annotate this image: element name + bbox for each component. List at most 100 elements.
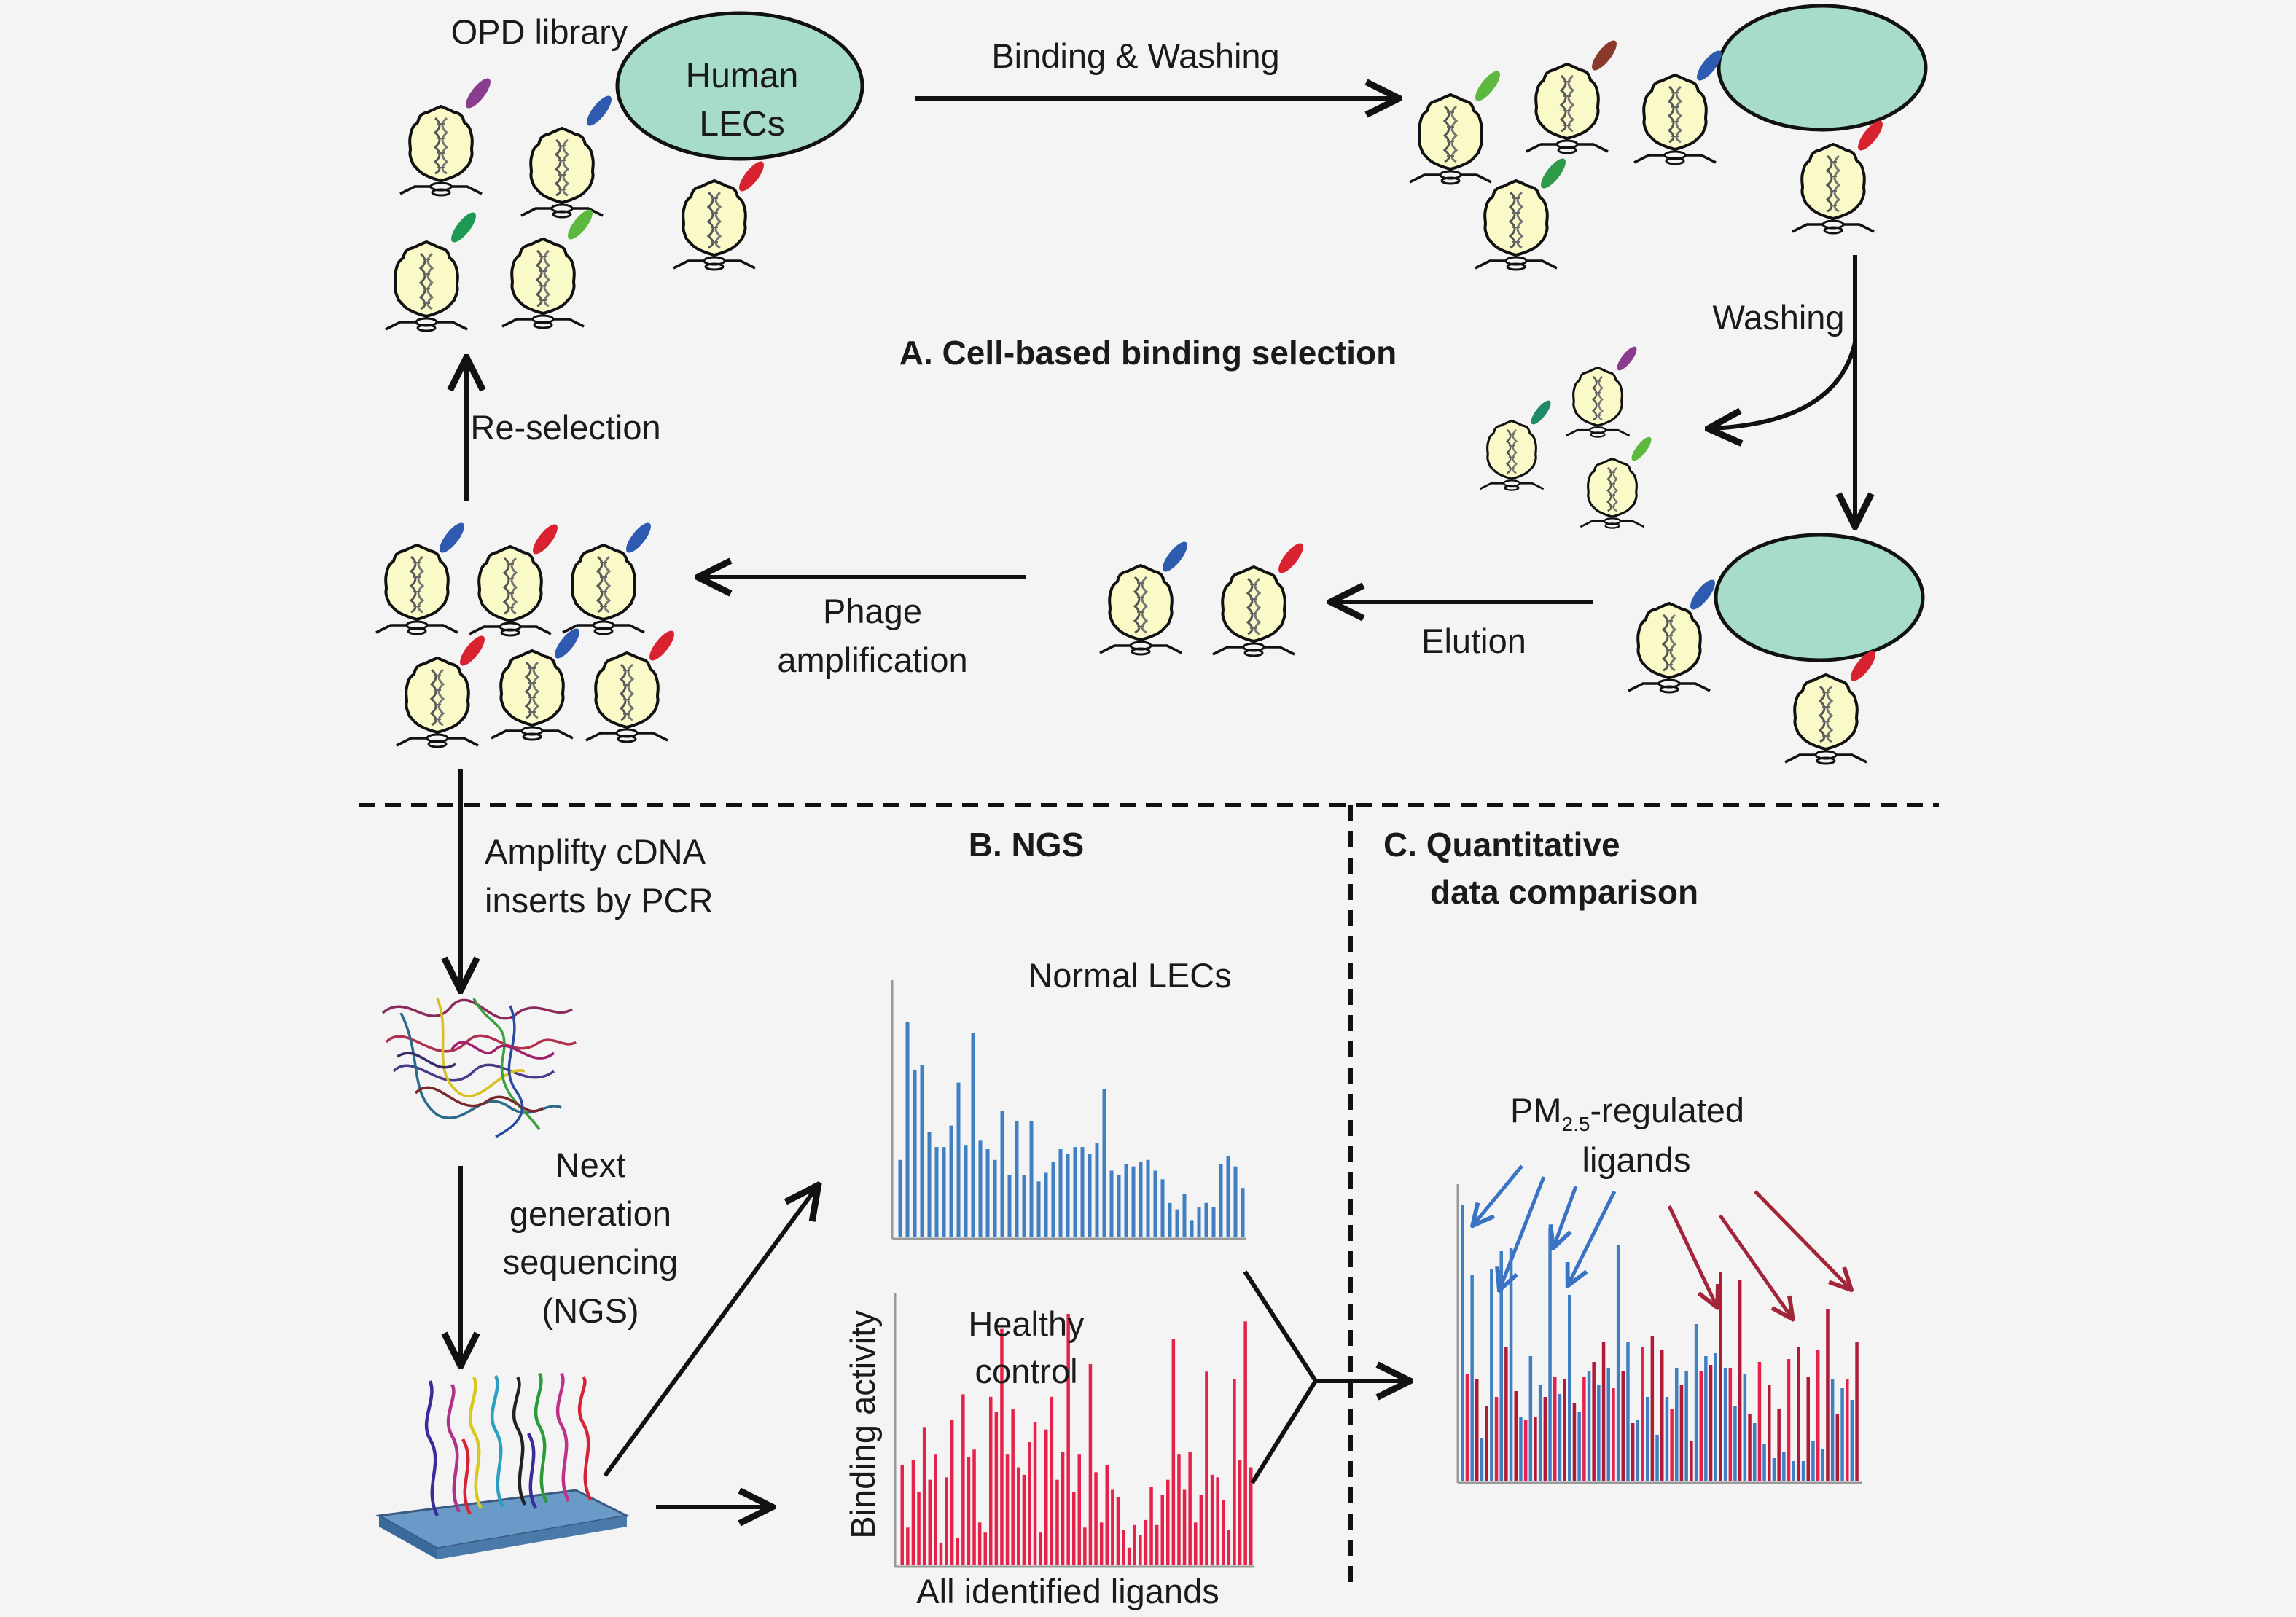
- healthy-control-bar-22: [1017, 1467, 1020, 1566]
- normal-lecs-bar-9: [956, 1082, 961, 1237]
- healthy-control-bar-20: [1005, 1454, 1010, 1565]
- arrow-merge: [1243, 1270, 1319, 1484]
- normal-lecs-bar-26: [1080, 1147, 1085, 1237]
- comparison-blue-bar-14: [1587, 1371, 1591, 1481]
- healthy-control-bar-34: [1083, 1527, 1087, 1566]
- normal-lecs-bar-28: [1095, 1143, 1099, 1237]
- healthy-control-bar-24: [1028, 1442, 1031, 1565]
- label-cell-line2: LECs: [699, 105, 784, 144]
- healthy-control-bar-35: [1088, 1364, 1093, 1565]
- chart-bottom-title-line1: Healthy: [968, 1304, 1085, 1343]
- comparison-red-bar-1: [1465, 1374, 1469, 1481]
- healthy-control-bar-33: [1077, 1454, 1081, 1565]
- comparison-blue-bar-10: [1548, 1228, 1552, 1481]
- healthy-control-bar-25: [1033, 1422, 1037, 1565]
- normal-lecs-bar-37: [1160, 1179, 1165, 1237]
- comparison-red-bar-22: [1670, 1409, 1674, 1481]
- comparison-red-bar-2: [1475, 1379, 1479, 1481]
- comparison-red-bar-33: [1777, 1409, 1781, 1481]
- comparison-red-bar-38: [1826, 1309, 1830, 1481]
- comparison-red-bar-40: [1846, 1379, 1849, 1481]
- comparison-red-bar-21: [1660, 1350, 1664, 1481]
- cdna-tangle-icon: [381, 998, 577, 1138]
- healthy-control-bar-56: [1205, 1371, 1208, 1565]
- comparison-red-bar-37: [1816, 1350, 1820, 1481]
- chart-x-label: All identified ligands: [916, 1572, 1219, 1610]
- phage-washed: [1478, 346, 1652, 530]
- comparison-red-bar-30: [1748, 1414, 1752, 1481]
- normal-lecs-bar-10: [964, 1145, 968, 1237]
- arrow-to-chart-top: [603, 1188, 816, 1477]
- healthy-control-bar-5: [922, 1427, 926, 1566]
- comparison-blue-bar-27: [1714, 1353, 1717, 1481]
- comparison-blue-bar-26: [1704, 1356, 1708, 1481]
- comparison-red-bar-9: [1543, 1397, 1547, 1481]
- comparison-blue-bar-22: [1665, 1397, 1669, 1481]
- normal-lecs-bar-2: [905, 1022, 910, 1237]
- comparison-blue-bar-33: [1772, 1458, 1776, 1481]
- comparison-blue-bar-9: [1538, 1385, 1542, 1481]
- comparison-blue-bar-37: [1811, 1441, 1815, 1481]
- healthy-control-bar-49: [1166, 1479, 1170, 1565]
- label-ngs-line4: (NGS): [542, 1291, 639, 1330]
- healthy-control-bar-9: [945, 1477, 948, 1565]
- healthy-control-bar-26: [1039, 1532, 1042, 1566]
- comparison-red-bar-16: [1612, 1388, 1615, 1481]
- healthy-control-bar-12: [961, 1394, 965, 1565]
- normal-lecs-bar-18: [1022, 1175, 1026, 1237]
- comparison-red-bar-32: [1768, 1385, 1771, 1481]
- healthy-control-bar-13: [967, 1457, 971, 1565]
- comparison-red-bar-11: [1563, 1379, 1566, 1481]
- healthy-control-bar-18: [994, 1412, 999, 1565]
- normal-lecs-bar-8: [949, 1125, 953, 1237]
- normal-lecs-bar-12: [978, 1140, 983, 1238]
- normal-lecs-bar-21: [1044, 1172, 1048, 1237]
- normal-lecs-bar-7: [942, 1147, 946, 1237]
- normal-lecs-bar-43: [1204, 1202, 1208, 1237]
- normal-lecs-bar-46: [1226, 1155, 1230, 1237]
- healthy-control-bar-39: [1111, 1489, 1114, 1565]
- healthy-control-bar-10: [950, 1419, 954, 1565]
- chart-comparison-bars: [1461, 1205, 1859, 1481]
- comparison-blue-bar-30: [1743, 1374, 1747, 1481]
- healthy-control-bar-42: [1127, 1547, 1131, 1565]
- panel-b-title: B. NGS: [969, 826, 1084, 864]
- normal-lecs-bar-23: [1058, 1149, 1063, 1237]
- label-opd-library: OPD library: [451, 12, 628, 51]
- label-binding-washing: Binding & Washing: [991, 36, 1279, 75]
- healthy-control-bar-58: [1216, 1477, 1219, 1565]
- phage-bound-after-wash: [1627, 579, 1875, 765]
- comparison-blue-bar-6: [1509, 1248, 1513, 1481]
- comparison-blue-bar-17: [1616, 1245, 1620, 1481]
- healthy-control-bar-30: [1061, 1452, 1065, 1566]
- panel-a-title: A. Cell-based binding selection: [899, 334, 1397, 372]
- comparison-red-bar-20: [1650, 1336, 1655, 1481]
- comparison-red-bar-13: [1582, 1377, 1586, 1481]
- label-ngs-line3: sequencing: [503, 1242, 678, 1281]
- normal-lecs-bar-29: [1102, 1089, 1106, 1237]
- comparison-blue-bar-8: [1528, 1356, 1533, 1481]
- comparison-blue-bar-12: [1568, 1295, 1571, 1481]
- comparison-blue-bar-32: [1762, 1444, 1766, 1481]
- comparison-blue-bar-23: [1675, 1368, 1679, 1481]
- normal-lecs-bar-5: [927, 1132, 932, 1238]
- healthy-control-bar-7: [934, 1454, 937, 1565]
- normal-lecs-bar-42: [1197, 1207, 1201, 1237]
- healthy-control-bar-47: [1155, 1524, 1159, 1565]
- normal-lecs-bar-16: [1007, 1175, 1012, 1237]
- normal-lecs-bar-47: [1233, 1166, 1238, 1238]
- healthy-control-bar-45: [1144, 1519, 1148, 1565]
- pointer-arrows-blue: [1474, 1164, 1617, 1288]
- comparison-blue-bar-13: [1577, 1412, 1581, 1481]
- comparison-red-bar-19: [1641, 1347, 1644, 1481]
- comparison-red-bar-8: [1534, 1417, 1537, 1481]
- comparison-red-bar-27: [1719, 1272, 1722, 1481]
- comparison-red-bar-29: [1738, 1280, 1742, 1481]
- healthy-control-bar-32: [1072, 1492, 1076, 1565]
- label-phage-line1: Phage: [823, 592, 922, 630]
- comparison-blue-bar-39: [1830, 1379, 1835, 1481]
- label-phage-line2: amplification: [777, 641, 967, 679]
- comparison-blue-bar-41: [1850, 1400, 1854, 1481]
